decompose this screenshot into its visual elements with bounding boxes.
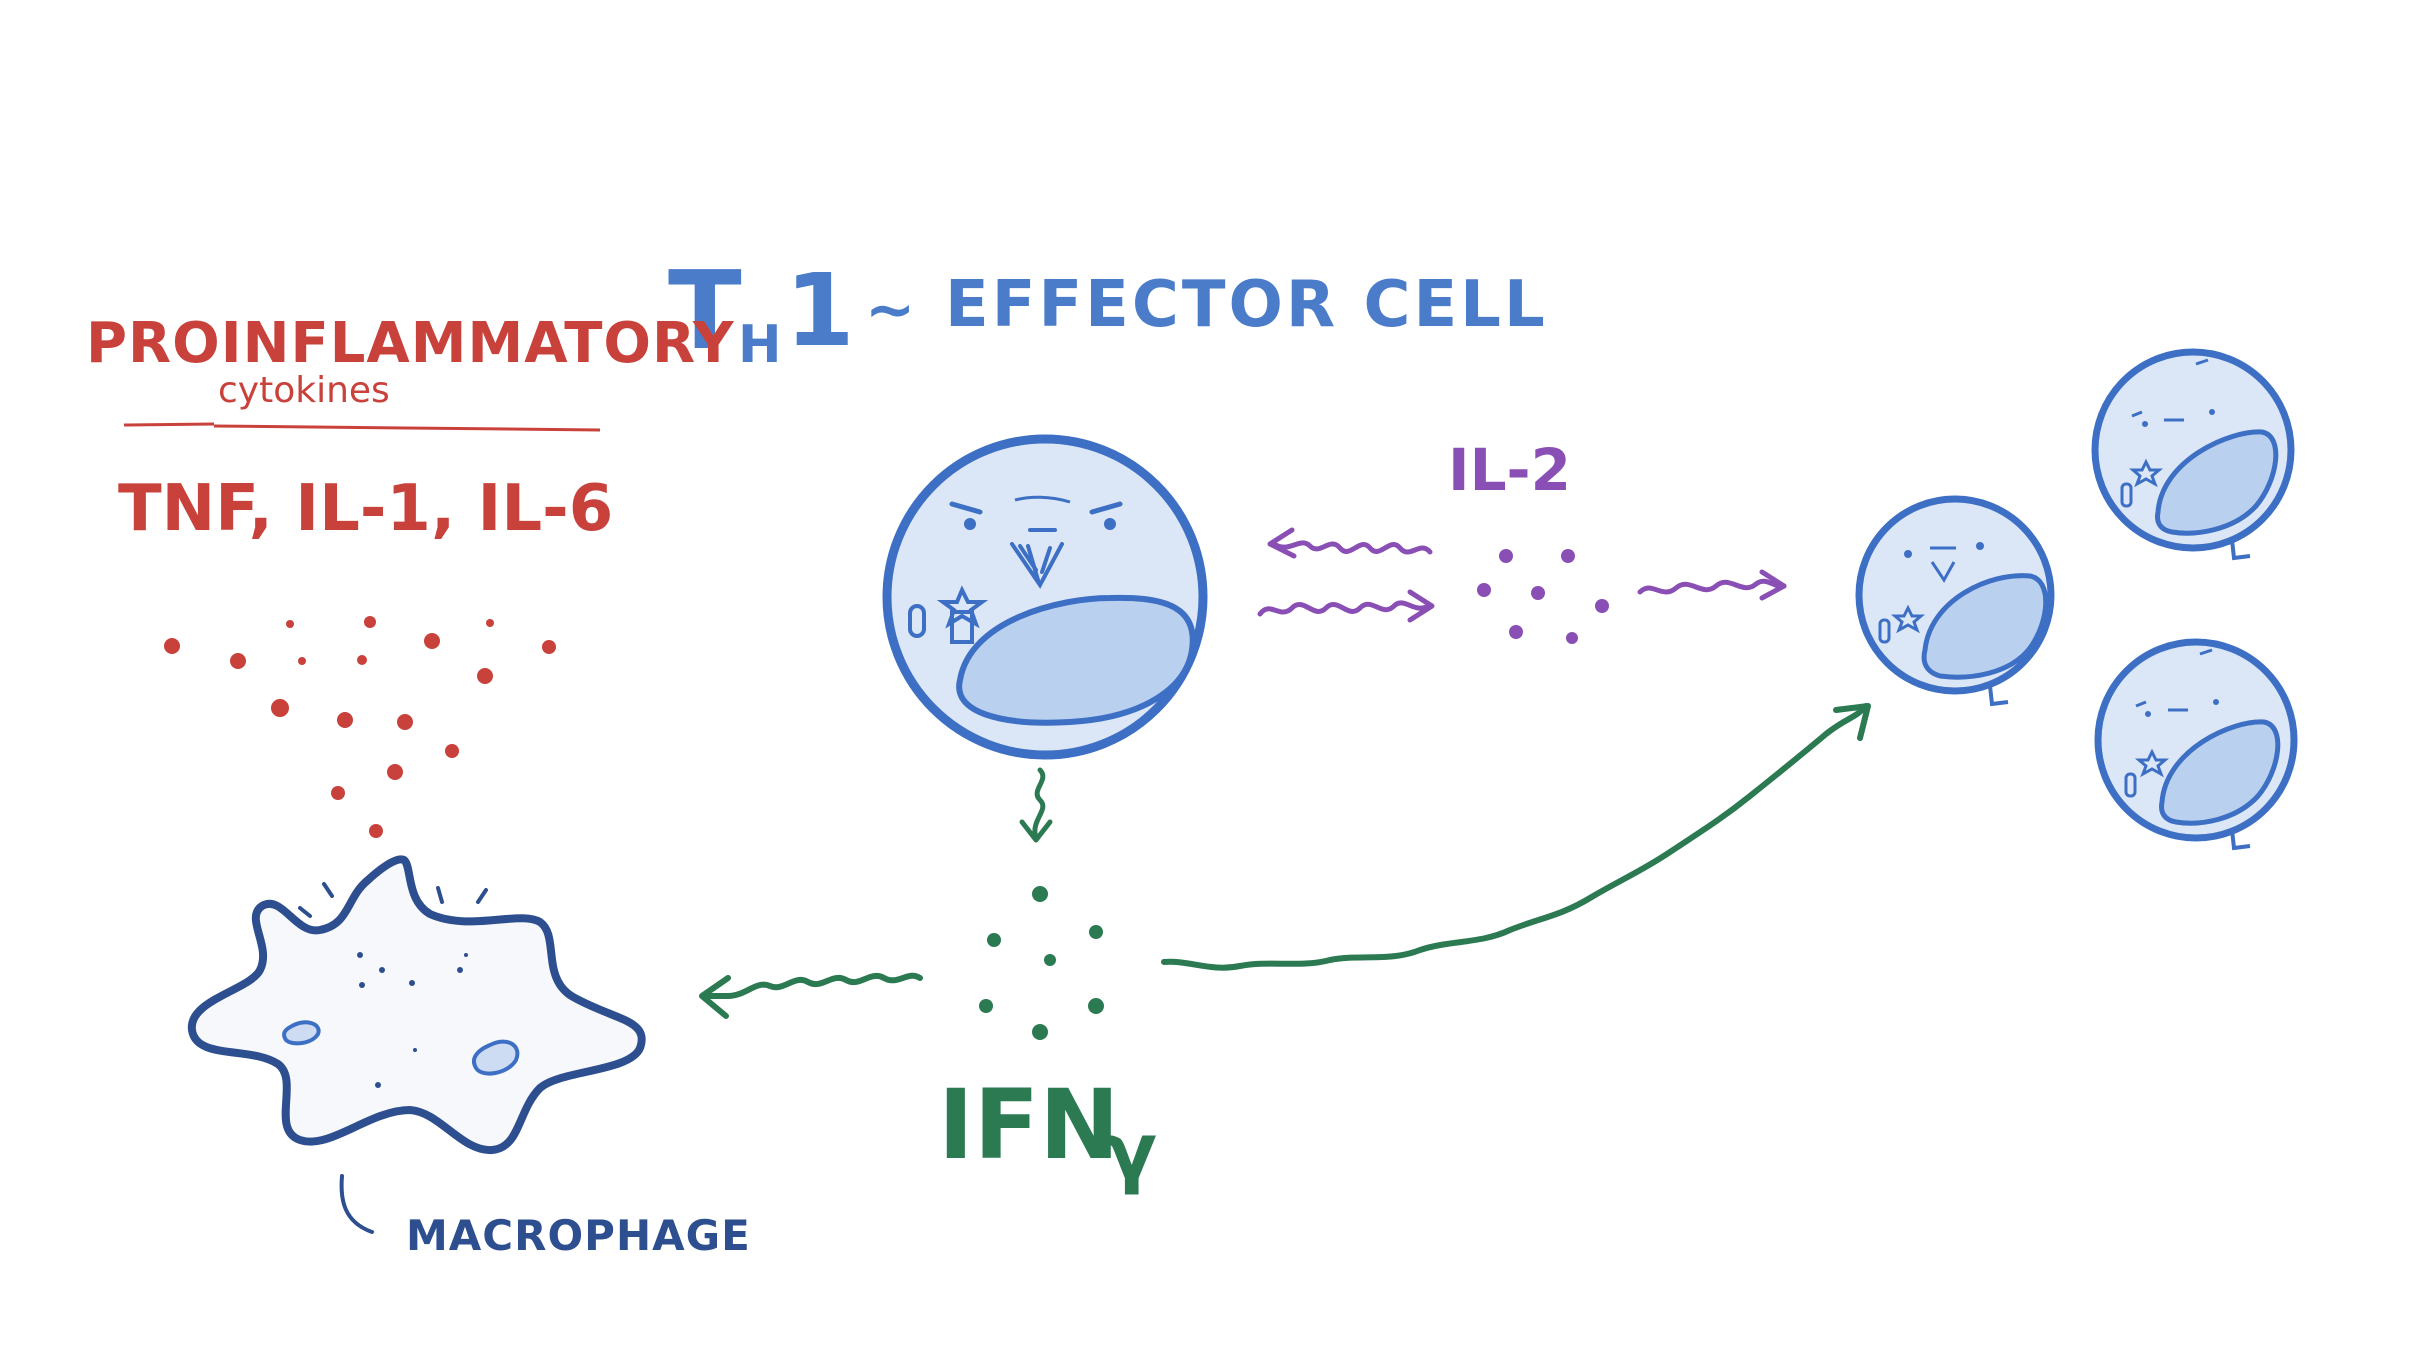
macrophage-vacuole bbox=[471, 1039, 520, 1076]
ifn-arrow-to-clones bbox=[1161, 703, 1871, 971]
title-th-number: 1 bbox=[785, 252, 855, 369]
green-dot bbox=[1044, 954, 1056, 966]
il2-arrow-from-cell bbox=[1257, 589, 1435, 623]
purple-dot bbox=[1499, 549, 1513, 563]
underline-short bbox=[123, 422, 215, 427]
purple-dot bbox=[1595, 599, 1609, 613]
clone-nucleus bbox=[1921, 573, 2049, 680]
ifn-arrow-to-macrophage bbox=[699, 972, 923, 1019]
cytokine-list: TNF, IL-1, IL-6 bbox=[118, 472, 613, 546]
th1-badge-left bbox=[908, 604, 926, 638]
red-dot bbox=[477, 668, 493, 684]
th1-left-eye bbox=[964, 518, 976, 530]
ifn-label: IFN bbox=[938, 1069, 1120, 1181]
red-dot bbox=[298, 657, 306, 665]
clone-nucleus bbox=[2159, 719, 2281, 826]
th1-cell-nucleus bbox=[956, 594, 1196, 726]
green-dot bbox=[987, 933, 1001, 947]
macrophage-activation-marks bbox=[298, 882, 488, 918]
red-dot bbox=[445, 744, 459, 758]
ifn-release-arrow bbox=[1019, 767, 1053, 843]
green-dot bbox=[1089, 925, 1103, 939]
il2-label: IL-2 bbox=[1448, 436, 1571, 504]
macrophage-label-group: MACROPHAGE bbox=[339, 1174, 751, 1260]
red-cytokine-dots bbox=[164, 616, 556, 838]
title-group: T H 1 ~ EFFECTOR CELL bbox=[668, 249, 1548, 375]
th1-right-eyebrow bbox=[1089, 501, 1123, 515]
title-tilde: ~ bbox=[865, 275, 915, 345]
green-dot bbox=[1032, 886, 1048, 902]
proinflammatory-heading: PROINFLAMMATORY bbox=[86, 311, 735, 376]
macrophage-vacuole bbox=[282, 1020, 321, 1046]
macrophage-label: MACROPHAGE bbox=[406, 1211, 751, 1260]
label-pointer bbox=[339, 1174, 374, 1234]
il2-dots bbox=[1477, 549, 1609, 644]
th1-badge-ribbon bbox=[950, 610, 974, 644]
il2-arrow-to-clones bbox=[1637, 569, 1787, 601]
green-dot bbox=[1088, 998, 1104, 1014]
red-dot bbox=[369, 824, 383, 838]
green-dot bbox=[979, 999, 993, 1013]
th1-cell bbox=[882, 434, 1208, 760]
red-dot bbox=[486, 619, 494, 627]
proinflammatory-group: PROINFLAMMATORY cytokines TNF, IL-1, IL-… bbox=[86, 311, 735, 546]
red-dot bbox=[387, 764, 403, 780]
underline-long bbox=[213, 424, 601, 432]
clone-foot bbox=[1988, 685, 2009, 707]
macrophage-granules bbox=[357, 952, 468, 1088]
red-dot bbox=[357, 655, 367, 665]
red-dot bbox=[424, 633, 440, 649]
red-dot bbox=[397, 714, 413, 730]
purple-dot bbox=[1531, 586, 1545, 600]
purple-dot bbox=[1561, 549, 1575, 563]
clone-cell-1 bbox=[1855, 495, 2055, 707]
th1-right-eye bbox=[1104, 518, 1116, 530]
purple-dot bbox=[1509, 625, 1523, 639]
clone-nucleus bbox=[2155, 429, 2279, 536]
green-dot bbox=[1032, 1024, 1048, 1040]
clone-cell-2 bbox=[2091, 348, 2295, 561]
th1-mustache bbox=[1014, 495, 1071, 504]
th1-beard bbox=[1010, 542, 1064, 589]
th1-badge-star bbox=[936, 585, 989, 629]
red-dot bbox=[331, 786, 345, 800]
macrophage-body bbox=[187, 855, 646, 1154]
red-dot bbox=[164, 638, 180, 654]
title-th-subscript: H bbox=[738, 315, 782, 375]
red-dot bbox=[337, 712, 353, 728]
clone-cell-3 bbox=[2094, 638, 2298, 851]
title-th: T bbox=[668, 249, 742, 374]
ifn-dots bbox=[979, 886, 1104, 1040]
clone-foot bbox=[2230, 829, 2251, 851]
th1-left-eyebrow bbox=[949, 501, 983, 515]
clone-foot bbox=[2230, 539, 2251, 561]
red-dot bbox=[364, 616, 376, 628]
title-effector-cell: EFFECTOR CELL bbox=[945, 268, 1548, 342]
red-dot bbox=[230, 653, 246, 669]
purple-dot bbox=[1477, 583, 1491, 597]
red-dot bbox=[542, 640, 556, 654]
red-dot bbox=[271, 699, 289, 717]
purple-dot bbox=[1566, 632, 1578, 644]
proinflammatory-subheading: cytokines bbox=[218, 370, 390, 411]
ifn-gamma-subscript: γ bbox=[1104, 1107, 1157, 1197]
red-dot bbox=[286, 620, 294, 628]
il2-arrow-to-cell bbox=[1267, 527, 1433, 559]
ifn-label-group: IFN γ bbox=[938, 1069, 1157, 1197]
macrophage bbox=[187, 855, 646, 1154]
